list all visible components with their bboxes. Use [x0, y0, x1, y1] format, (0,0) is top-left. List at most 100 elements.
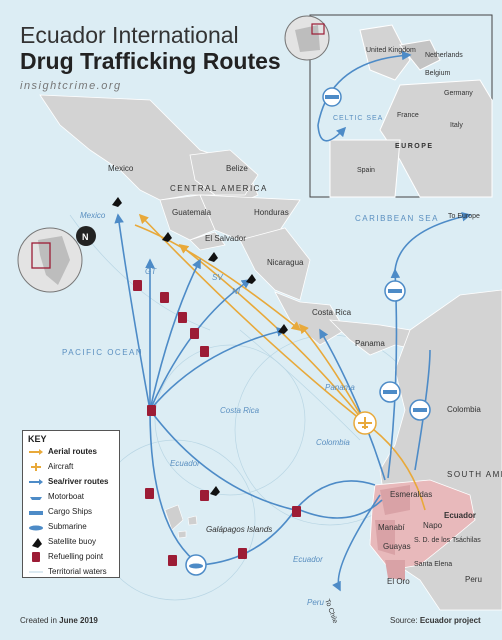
label-ni: NI [232, 287, 241, 296]
label-central-america: CENTRAL AMERICA [170, 184, 268, 193]
key-cargo-ships: Cargo Ships [48, 507, 93, 516]
title-line-2: Drug Trafficking Routes [20, 48, 281, 74]
label-europe: EUROPE [395, 143, 434, 150]
footer-created: Created in June 2019 [20, 616, 98, 625]
label-south-america: SOUTH AMERICA [447, 470, 502, 479]
title-line-1: Ecuador International [20, 22, 239, 48]
label-costa-rica-waters: Costa Rica [220, 406, 260, 415]
el-salvador-land [189, 231, 226, 251]
footer-source-prefix: Source: [390, 616, 418, 625]
label-to-chile: To Chile [323, 598, 338, 624]
label-ecuador-waters-2: Ecuador [293, 555, 323, 564]
aerial-routes [134, 213, 426, 511]
label-guatemala: Guatemala [172, 208, 212, 217]
label-sto-domingo: S. D. de los Tsáchilas [414, 537, 481, 544]
key-submarine: Submarine [48, 522, 87, 531]
label-peru-waters: Peru [307, 598, 324, 607]
label-united-kingdom: United Kingdom [366, 47, 416, 54]
label-esmeraldas: Esmeraldas [390, 490, 432, 499]
key-row-sea: Sea/river routes [28, 474, 119, 489]
label-mexico: Mexico [108, 164, 134, 173]
territorial-waters-icon [29, 571, 43, 572]
label-caribbean-sea: CARIBBEAN SEA [355, 214, 439, 223]
label-pacific-ocean: PACIFIC OCEAN [62, 348, 143, 357]
label-nicaragua: Nicaragua [267, 258, 304, 267]
north-arrow-label: N [82, 232, 89, 242]
label-manabi: Manabí [378, 523, 405, 532]
label-panama: Panama [355, 339, 385, 348]
key-refuelling-point: Refuelling point [48, 552, 104, 561]
label-netherlands: Netherlands [425, 52, 463, 59]
label-belize: Belize [226, 164, 248, 173]
refuelling-points [133, 280, 301, 566]
key-row-waters: Territorial waters [28, 564, 119, 579]
key-satellite-buoy: Satellite buoy [48, 537, 97, 546]
nicaragua-land [239, 227, 311, 301]
label-napo: Napo [423, 521, 443, 530]
footer-created-prefix: Created in [20, 616, 57, 625]
key-row-submarine: Submarine [28, 519, 119, 534]
label-belgium: Belgium [425, 70, 450, 77]
label-sv: SV [212, 273, 223, 282]
ecuador-provinces [375, 485, 410, 580]
key-aircraft: Aircraft [48, 462, 74, 471]
site-name: insightcrime.org [20, 80, 122, 92]
label-honduras: Honduras [254, 208, 289, 217]
key-aerial-routes: Aerial routes [48, 447, 97, 456]
key-row-aircraft: Aircraft [28, 459, 119, 474]
key-row-aerial: Aerial routes [28, 444, 119, 459]
label-guayas: Guayas [383, 542, 411, 551]
satellite-buoys [112, 197, 288, 496]
footer-source-name: Ecuador project [419, 616, 481, 625]
label-santa-elena: Santa Elena [414, 561, 452, 568]
aircraft-marker [353, 411, 377, 435]
sea-route-icon [29, 478, 43, 485]
label-el-oro: El Oro [387, 577, 410, 586]
submarine-marker [185, 554, 207, 576]
key-sea-river-routes: Sea/river routes [48, 477, 109, 486]
label-germany: Germany [444, 90, 473, 97]
key-territorial-waters: Territorial waters [48, 567, 107, 576]
cargo-ship-icon [29, 510, 43, 515]
aerial-route-icon [29, 448, 43, 455]
key-row-refuel: Refuelling point [28, 549, 119, 564]
motorboat-icon [30, 496, 42, 500]
guatemala-land [159, 194, 216, 241]
label-el-salvador: El Salvador [205, 234, 246, 243]
europe-inset [284, 14, 493, 198]
footer-created-date: June 2019 [59, 616, 98, 625]
cargo-ship-icons [383, 289, 427, 412]
label-to-europe: To Europe [448, 213, 480, 220]
footer-source: Source: Ecuador project [390, 616, 481, 625]
label-italy: Italy [450, 122, 463, 129]
label-france: France [397, 112, 419, 119]
map-labels: Mexico Mexico Belize CENTRAL AMERICA Gua… [62, 47, 502, 625]
label-panama-waters: Panama [325, 383, 355, 392]
map-key: KEY Aerial routes Aircraft Sea/river rou… [22, 430, 120, 578]
label-galapagos: Galápagos Islands [206, 525, 272, 534]
cargo-ship-markers [379, 280, 431, 421]
key-heading: KEY [28, 434, 47, 444]
label-gt: GT [145, 267, 157, 276]
label-colombia: Colombia [447, 405, 481, 414]
label-peru: Peru [465, 575, 482, 584]
aircraft-icon [31, 462, 41, 471]
label-ecuador: Ecuador [444, 511, 476, 520]
key-row-motorboat: Motorboat [28, 489, 119, 504]
locator-globe [17, 226, 96, 293]
satellite-buoy-icon [32, 537, 42, 548]
submarine-icon [29, 525, 43, 530]
key-motorboat: Motorboat [48, 492, 85, 501]
sea-routes [114, 211, 472, 592]
label-ecuador-waters: Ecuador [170, 459, 200, 468]
refuelling-point-icon [32, 551, 40, 562]
label-spain: Spain [357, 167, 375, 174]
label-colombia-waters: Colombia [316, 438, 350, 447]
label-celtic-sea: CELTIC SEA [333, 115, 383, 122]
key-row-cargo: Cargo Ships [28, 504, 119, 519]
key-row-buoy: Satellite buoy [28, 534, 119, 549]
label-mexico-waters: Mexico [80, 211, 106, 220]
label-costa-rica: Costa Rica [312, 308, 352, 317]
galapagos-land [164, 504, 198, 539]
